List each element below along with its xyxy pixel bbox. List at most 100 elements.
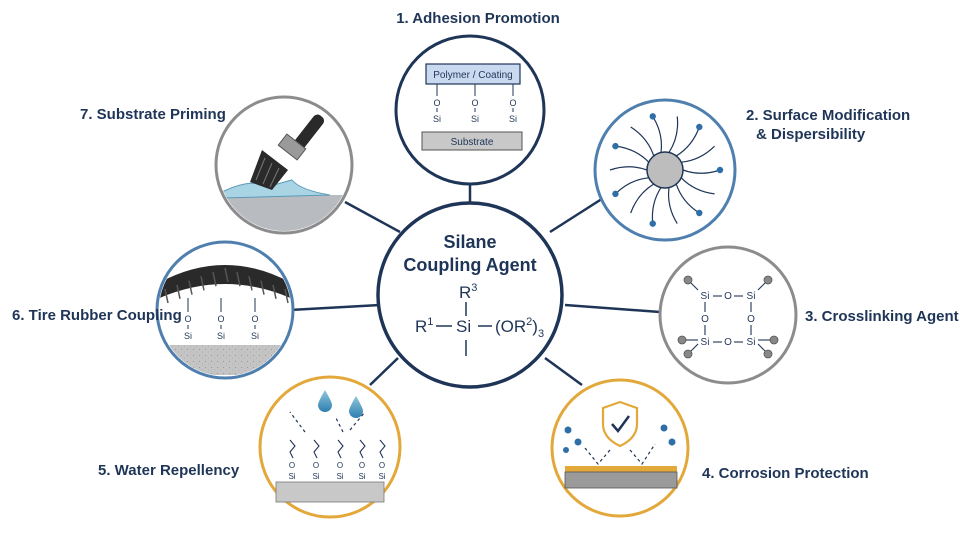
tread-groove: [200, 276, 205, 291]
label-surface-line2: & Dispersibility: [756, 126, 866, 143]
alkyl-chain: [313, 439, 320, 459]
ligand-chain: [681, 145, 715, 163]
adhesion-circle: [394, 34, 546, 186]
ligand-chain: [675, 183, 700, 214]
center-title-line2: Coupling Agent: [403, 255, 536, 275]
ligand-chain: [630, 183, 655, 214]
connector-corrosion: [544, 356, 583, 387]
atom-o: O: [379, 461, 385, 470]
formula-r3: R3: [459, 282, 477, 302]
center-node: Silane Coupling Agent R3 R1 Si (OR2)3: [376, 201, 564, 389]
atom-o: O: [337, 461, 343, 470]
svg-text:Si: Si: [701, 337, 710, 348]
substrate-layer-label: Substrate: [451, 137, 494, 148]
ligand-end-dot: [716, 166, 724, 174]
tire-tread-icon: [159, 265, 291, 300]
node-tire: OSi OSi OSi: [155, 240, 295, 380]
ligand-chain: [680, 177, 715, 195]
tread-groove: [224, 267, 229, 283]
svg-text:O: O: [724, 337, 732, 348]
ligand-chain: [675, 126, 700, 157]
svg-text:O: O: [747, 314, 755, 325]
deflection-arrows: [584, 443, 656, 465]
siloxane-ring: Si O Si O O Si O Si: [701, 291, 756, 348]
connector-surface: [549, 193, 609, 234]
svg-text:O: O: [251, 314, 258, 324]
connector-priming: [344, 200, 401, 234]
label-surface-line1: 2. Surface Modification: [746, 107, 911, 124]
alkyl-chain: [289, 439, 296, 459]
corrosive-ions: [563, 424, 676, 453]
atom-si: Si: [378, 472, 385, 481]
label-priming: 7. Substrate Priming: [80, 106, 226, 123]
svg-text:Si: Si: [251, 331, 259, 341]
ligand-chain: [609, 166, 648, 171]
atom-o: O: [359, 461, 365, 470]
ligand-chain: [682, 169, 721, 174]
water-drop-icon: [318, 390, 332, 412]
ligand-chain: [630, 126, 655, 157]
svg-text:O: O: [471, 98, 478, 108]
atom-si: Si: [288, 472, 295, 481]
crosslink-bonds: [684, 281, 772, 353]
tread-groove: [212, 272, 217, 287]
tire-substrate: [159, 345, 291, 375]
svg-text:Si: Si: [184, 331, 192, 341]
ligand-end-dot: [612, 190, 619, 198]
tread-groove: [236, 272, 241, 287]
label-water: 5. Water Repellency: [98, 462, 240, 479]
center-circle: [376, 201, 564, 389]
tread-groove: [272, 284, 277, 299]
svg-text:O: O: [433, 98, 440, 108]
tread-groove: [188, 280, 193, 295]
atom-si: Si: [336, 472, 343, 481]
tread-groove: [284, 288, 289, 304]
svg-text:Si: Si: [217, 331, 225, 341]
ligand-chain: [651, 187, 662, 224]
tread-groove: [248, 276, 253, 291]
polymer-layer: [425, 63, 521, 85]
polymer-layer-label: Polymer / Coating: [433, 70, 512, 81]
adhesion-bonds: OSi OSi OSi: [433, 84, 517, 124]
svg-text:O: O: [724, 291, 732, 302]
connector-water: [369, 357, 399, 386]
node-surface: [593, 98, 737, 242]
node-corrosion: [550, 378, 690, 518]
svg-text:Si: Si: [471, 114, 479, 124]
svg-text:O: O: [184, 314, 191, 324]
label-adhesion: 1. Adhesion Promotion: [396, 10, 560, 27]
formula-or2: (OR2)3: [495, 316, 544, 340]
primer-coat: [221, 179, 331, 199]
paintbrush-icon: [250, 114, 325, 190]
svg-text:Si: Si: [701, 291, 710, 302]
atom-o: O: [313, 461, 319, 470]
svg-text:Si: Si: [747, 337, 756, 348]
tire-bonds: OSi OSi OSi: [184, 298, 259, 341]
label-tire: 6. Tire Rubber Coupling: [12, 307, 182, 324]
label-surface: 2. Surface Modification & Dispersibility: [746, 106, 910, 144]
tread-groove: [176, 284, 181, 299]
tread-groove: [260, 280, 265, 295]
ligand-end-dot: [612, 142, 619, 150]
atom-si: Si: [312, 472, 319, 481]
center-title-line1: Silane: [443, 232, 496, 252]
node-crosslink: Si O Si O O Si O Si: [658, 245, 798, 385]
node-priming: [214, 95, 354, 235]
tread-groove: [164, 288, 169, 304]
ligand-end-dot: [649, 113, 656, 120]
ligand-chain: [668, 187, 678, 224]
connector-tire: [289, 303, 381, 312]
formula-r1: R1: [415, 316, 433, 336]
substrate-layer: [421, 131, 523, 151]
crosslink-circle: [658, 245, 798, 385]
alkyl-chain: [359, 439, 366, 459]
ligand-end-dot: [696, 123, 703, 131]
alkyl-chain: [379, 439, 386, 459]
ligand-end-dot: [649, 220, 656, 227]
label-crosslink: 3. Crosslinking Agent: [805, 308, 959, 325]
repel-arrows: [289, 411, 366, 433]
atom-o: O: [289, 461, 295, 470]
checkmark-icon: [611, 415, 631, 434]
metal-substrate: [564, 471, 678, 489]
